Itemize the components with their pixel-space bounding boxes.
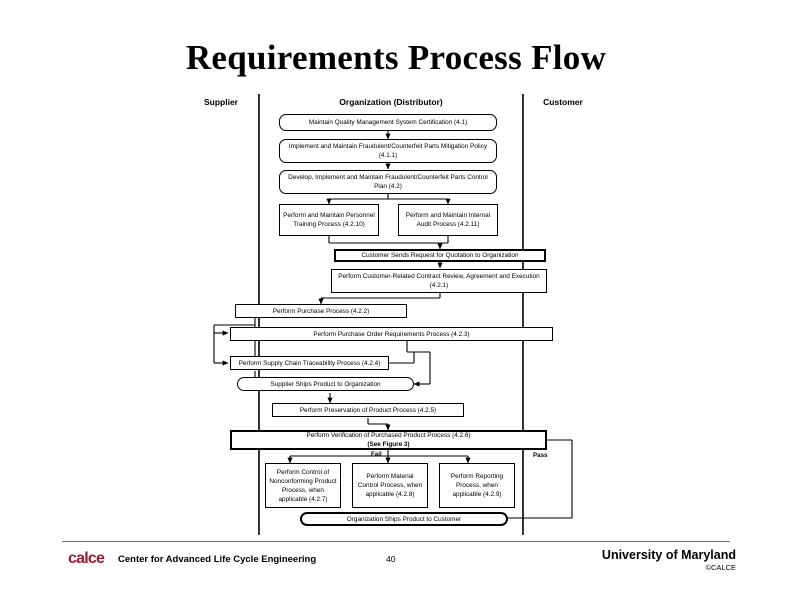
lane-header-organization: Organization (Distributor) (339, 97, 443, 107)
node-label: Customer Sends Request for Quotation to … (361, 252, 519, 259)
node-organization-ships-product-to-customer[interactable]: Organization Ships Product to Customer (300, 512, 508, 526)
node-verification-of-purchased-product[interactable]: Perform Verification of Purchased Produc… (230, 430, 547, 450)
node-customer-related-contract-review[interactable]: Perform Customer-Related Contract Review… (331, 269, 547, 293)
node-control-of-nonconforming-product[interactable]: Perform Control of Nonconforming Product… (265, 463, 341, 508)
node-label: Perform Customer-Related Contract Review… (338, 273, 540, 289)
node-label: Perform Preservation of Product Process … (299, 406, 437, 414)
footer-university: University of Maryland (601, 548, 736, 562)
node-label: Perform and Maintain Personnel Training … (283, 212, 375, 228)
page-number: 40 (386, 554, 396, 564)
node-label: Perform Verification of Purchased Produc… (306, 432, 471, 439)
node-label: Maintain Quality Management System Certi… (308, 119, 468, 126)
lane-header-customer: Customer (543, 97, 583, 107)
node-preservation-of-product-process[interactable]: Perform Preservation of Product Process … (272, 403, 464, 417)
lane-header-supplier: Supplier (203, 97, 238, 107)
node-label: Perform Material Control Process, when a… (357, 473, 423, 498)
node-label: Perform Control of Nonconforming Product… (269, 468, 337, 503)
footer-copyright: ©CALCE (705, 563, 736, 572)
node-material-control-process[interactable]: Perform Material Control Process, when a… (352, 463, 428, 508)
node-label: Implement and Maintain Fraudulent/Counte… (288, 143, 488, 159)
node-label: Perform Supply Chain Traceability Proces… (238, 359, 381, 367)
page-title: Requirements Process Flow (185, 38, 607, 77)
node-label: Perform and Maintain Internal Audit Proc… (405, 212, 491, 228)
node-customer-sends-rfq[interactable]: Customer Sends Request for Quotation to … (334, 249, 546, 262)
node-fraudulent-parts-control-plan[interactable]: Develop, Implement and Maintain Fraudule… (279, 170, 497, 194)
footer-divider (62, 541, 730, 542)
node-reporting-process[interactable]: Perform Reporting Process, when applicab… (439, 463, 515, 508)
node-supply-chain-traceability-process[interactable]: Perform Supply Chain Traceability Proces… (230, 356, 389, 370)
node-label: Perform Purchase Order Requirements Proc… (313, 330, 470, 338)
calce-logo: calce (68, 550, 105, 567)
node-maintain-qms-certification[interactable]: Maintain Quality Management System Certi… (279, 114, 497, 131)
node-label: Organization Ships Product to Customer (346, 515, 462, 523)
edge-label-pass: Pass (533, 452, 548, 459)
node-perform-purchase-process[interactable]: Perform Purchase Process (4.2.2) (235, 304, 407, 318)
node-label: Perform Purchase Process (4.2.2) (272, 307, 370, 315)
node-internal-audit-process[interactable]: Perform and Maintain Internal Audit Proc… (398, 204, 498, 236)
node-sublabel-see-figure: (See Figure 3) (367, 441, 410, 448)
node-supplier-ships-product[interactable]: Supplier Ships Product to Organization (237, 377, 414, 391)
footer-center-name: Center for Advanced Life Cycle Engineeri… (118, 554, 317, 565)
node-label: Develop, Implement and Maintain Fraudule… (288, 174, 488, 190)
node-personnel-training-process[interactable]: Perform and Maintain Personnel Training … (279, 204, 379, 236)
edge-label-fail: Fail (371, 451, 382, 458)
node-label: Perform Reporting Process, when applicab… (450, 473, 504, 498)
node-label: Supplier Ships Product to Organization (270, 380, 381, 388)
node-fraudulent-parts-mitigation-policy[interactable]: Implement and Maintain Fraudulent/Counte… (279, 139, 497, 163)
node-purchase-order-requirements-process[interactable]: Perform Purchase Order Requirements Proc… (230, 327, 553, 341)
